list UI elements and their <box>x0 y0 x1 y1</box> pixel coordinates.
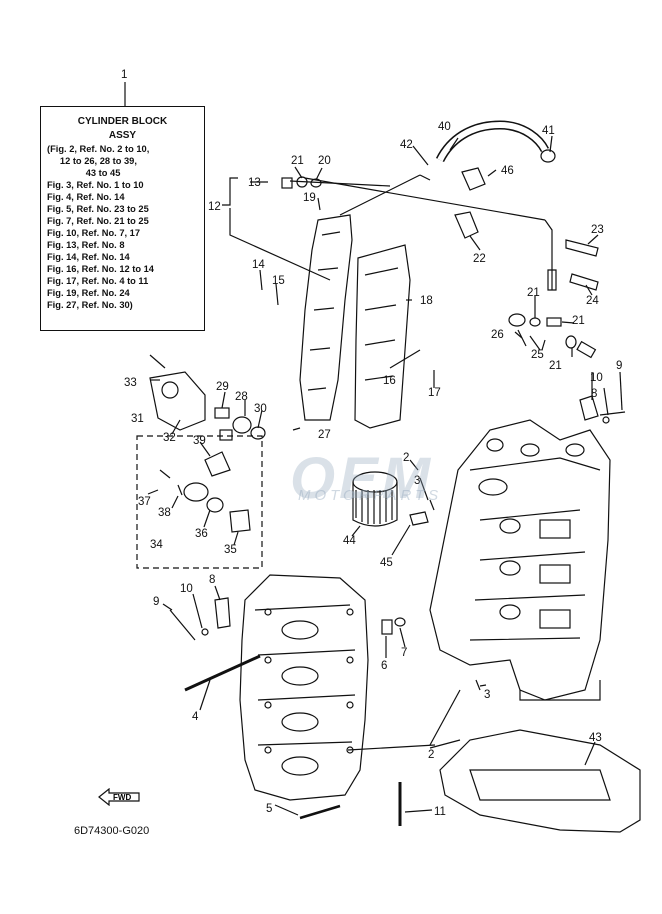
label-1: 1 <box>121 69 127 81</box>
label-40: 40 <box>438 121 451 133</box>
label-11: 11 <box>434 806 446 818</box>
label-30: 30 <box>254 403 267 415</box>
label-34: 34 <box>150 539 163 551</box>
assy-title-line2: ASSY <box>108 130 137 141</box>
label-25: 25 <box>531 349 544 361</box>
label-13: 13 <box>248 177 261 189</box>
assy-reference-line: Fig. 4, Ref. No. 14 <box>47 192 125 202</box>
assy-reference-lines: (Fig. 2, Ref. No. 2 to 10, 12 to 26, 28 … <box>47 143 198 311</box>
label-12: 12 <box>208 201 221 213</box>
label-3: 3 <box>484 689 490 701</box>
label-39: 39 <box>193 435 206 447</box>
label-14: 14 <box>252 259 265 271</box>
assembly-reference-box: CYLINDER BLOCK ASSY (Fig. 2, Ref. No. 2 … <box>40 106 205 331</box>
label-21: 21 <box>549 360 562 372</box>
label-18: 18 <box>420 295 433 307</box>
label-15: 15 <box>272 275 285 287</box>
assy-reference-line: Fig. 17, Ref. No. 4 to 11 <box>47 276 149 286</box>
label-46: 46 <box>501 165 514 177</box>
cylinder-block <box>429 419 611 701</box>
watermark-text: MOTORPARTS <box>298 487 443 504</box>
label-4: 4 <box>192 711 199 723</box>
fwd-label: FWD <box>113 793 131 802</box>
label-44: 44 <box>343 535 356 547</box>
exhaust-cover <box>299 214 411 429</box>
label-33: 33 <box>124 377 137 389</box>
hose-holder <box>461 167 486 191</box>
assy-title-line1: CYLINDER BLOCK <box>77 116 168 127</box>
label-28: 28 <box>235 391 248 403</box>
assy-reference-line: Fig. 27, Ref. No. 30) <box>47 300 133 310</box>
label-20: 20 <box>318 155 331 167</box>
label-8: 8 <box>591 388 597 400</box>
label-36: 36 <box>195 528 208 540</box>
label-32: 32 <box>163 432 176 444</box>
assy-reference-line: Fig. 5, Ref. No. 23 to 25 <box>47 204 149 214</box>
hose-clamp <box>540 149 556 163</box>
assy-reference-line: Fig. 3, Ref. No. 1 to 10 <box>47 180 144 190</box>
assy-reference-line: (Fig. 2, Ref. No. 2 to 10, <box>47 144 150 154</box>
label-2: 2 <box>428 749 434 761</box>
label-6: 6 <box>381 660 387 672</box>
label-38: 38 <box>158 507 171 519</box>
crankcase <box>239 574 369 801</box>
label-21: 21 <box>527 287 540 299</box>
label-7: 7 <box>401 647 407 659</box>
label-8: 8 <box>209 574 215 586</box>
label-10: 10 <box>590 372 603 384</box>
assy-reference-line: 43 to 45 <box>47 168 121 178</box>
label-41: 41 <box>542 125 555 137</box>
label-9: 9 <box>616 360 622 372</box>
assy-reference-line: Fig. 10, Ref. No. 7, 17 <box>47 228 140 238</box>
watermark-logo: OEM <box>290 446 435 511</box>
label-43: 43 <box>589 732 602 744</box>
label-22: 22 <box>473 253 486 265</box>
assy-reference-line: Fig. 16, Ref. No. 12 to 14 <box>47 264 154 274</box>
thermostat-cover <box>149 371 206 431</box>
label-31: 31 <box>131 413 144 425</box>
fwd-arrow-icon: FWD <box>98 788 140 806</box>
label-27: 27 <box>318 429 331 441</box>
diagram-code: 6D74300-G020 <box>74 825 150 837</box>
part-labels: 1 2 2 3 3 4 5 6 7 8 8 9 9 10 10 11 12 13… <box>121 69 622 818</box>
label-29: 29 <box>216 381 229 393</box>
label-2: 2 <box>403 452 409 464</box>
label-42: 42 <box>400 139 413 151</box>
assy-reference-line: Fig. 14, Ref. No. 14 <box>47 252 130 262</box>
assy-reference-line: 12 to 26, 28 to 39, <box>47 156 137 166</box>
label-3: 3 <box>414 475 420 487</box>
label-45: 45 <box>380 557 393 569</box>
label-21: 21 <box>572 315 585 327</box>
assy-reference-line: Fig. 7, Ref. No. 21 to 25 <box>47 216 149 226</box>
assy-reference-line: Fig. 13, Ref. No. 8 <box>47 240 125 250</box>
label-26: 26 <box>491 329 504 341</box>
label-17: 17 <box>428 387 441 399</box>
assy-reference-line: Fig. 19, Ref. No. 24 <box>47 288 130 298</box>
label-21: 21 <box>291 155 304 167</box>
label-24: 24 <box>586 295 599 307</box>
label-9: 9 <box>153 596 159 608</box>
label-10: 10 <box>180 583 193 595</box>
label-16: 16 <box>383 375 396 387</box>
label-23: 23 <box>591 224 604 236</box>
label-19: 19 <box>303 192 316 204</box>
label-5: 5 <box>266 803 272 815</box>
label-37: 37 <box>138 496 151 508</box>
label-35: 35 <box>224 544 237 556</box>
